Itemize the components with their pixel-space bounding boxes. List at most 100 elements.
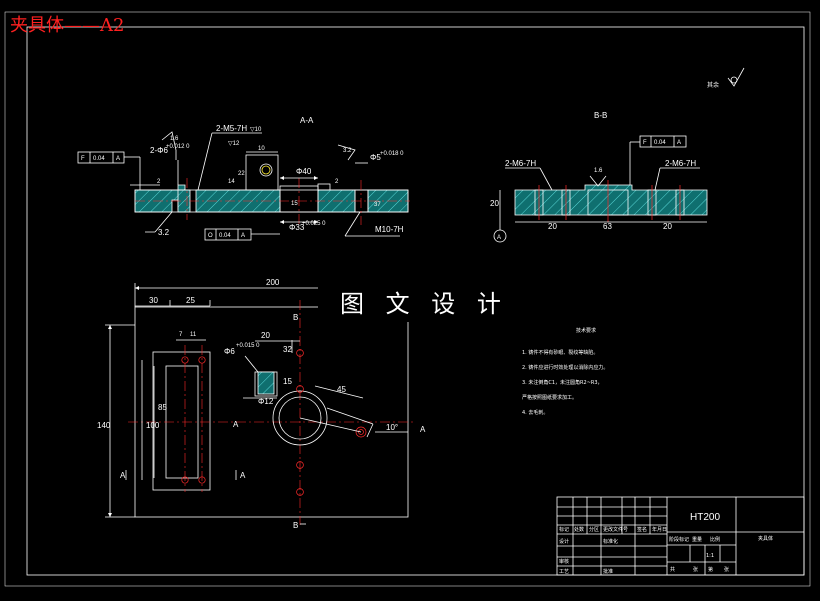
svg-text:A: A <box>241 233 245 239</box>
svg-text:1. 铸件不得有砂眼、裂纹等缺陷。: 1. 铸件不得有砂眼、裂纹等缺陷。 <box>522 349 598 356</box>
svg-text:A: A <box>233 420 239 429</box>
svg-text:F: F <box>81 156 85 162</box>
svg-text:63: 63 <box>603 222 612 231</box>
svg-text:3.2: 3.2 <box>158 228 170 237</box>
svg-text:2-M6-7H: 2-M6-7H <box>665 159 696 168</box>
svg-text:15: 15 <box>291 201 298 207</box>
svg-text:Φ12: Φ12 <box>258 397 274 406</box>
svg-text:11: 11 <box>190 332 197 338</box>
svg-text:20: 20 <box>261 331 270 340</box>
aa-boss-hole <box>259 163 273 177</box>
svg-text:工艺: 工艺 <box>559 569 569 575</box>
svg-text:张: 张 <box>693 566 698 573</box>
svg-text:0.04: 0.04 <box>654 140 666 146</box>
svg-text:Φ6: Φ6 <box>224 347 235 356</box>
svg-text:设计: 设计 <box>559 538 569 545</box>
section-aa-label: A-A <box>300 116 314 125</box>
svg-text:A: A <box>677 140 681 146</box>
aa-boss-hole-inner <box>261 165 271 175</box>
svg-text:0.04: 0.04 <box>219 233 231 239</box>
svg-text:A: A <box>116 156 120 162</box>
svg-text:7: 7 <box>179 332 183 338</box>
aa-circularity-frame: O 0.04 A <box>204 228 280 241</box>
section-bb-label: B-B <box>594 111 607 120</box>
aa-m10-callout: M10-7H <box>375 225 404 234</box>
svg-text:15: 15 <box>283 377 292 386</box>
inner-border <box>26 26 805 576</box>
svg-text:2-Φ6: 2-Φ6 <box>150 146 168 155</box>
svg-text:20: 20 <box>548 222 557 231</box>
svg-text:1.6: 1.6 <box>594 168 603 174</box>
svg-text:3.2: 3.2 <box>343 148 352 154</box>
svg-text:共: 共 <box>670 566 675 573</box>
svg-text:2: 2 <box>157 179 161 185</box>
svg-text:分区: 分区 <box>589 526 599 533</box>
sheet-title: 夹具体——A2 <box>10 15 124 36</box>
svg-text:处数: 处数 <box>574 526 584 533</box>
material-text: HT200 <box>690 512 720 523</box>
svg-text:F: F <box>643 140 647 146</box>
section-aa: A-A 3.2 1.6 3.2 2-M5-7H ▽10 ▽12 <box>77 116 410 241</box>
svg-text:2: 2 <box>335 179 339 185</box>
svg-text:10: 10 <box>258 146 265 152</box>
svg-text:4. 去毛刺。: 4. 去毛刺。 <box>522 409 548 416</box>
svg-text:30: 30 <box>149 296 158 305</box>
svg-text:32: 32 <box>283 345 292 354</box>
watermark-box <box>318 282 502 322</box>
svg-text:0.04: 0.04 <box>93 156 105 162</box>
svg-text:A: A <box>240 471 246 480</box>
svg-text:200: 200 <box>266 278 280 287</box>
svg-text:标准化: 标准化 <box>603 538 618 545</box>
svg-text:20: 20 <box>490 199 499 208</box>
finish-mark-symbol <box>727 67 745 87</box>
svg-text:重量: 重量 <box>692 536 702 543</box>
svg-text:O: O <box>208 233 213 239</box>
svg-text:▽12: ▽12 <box>228 141 240 147</box>
plan-bore-outer <box>272 390 328 446</box>
bb-fcf: F 0.04 A <box>629 135 687 185</box>
plan-outline <box>134 306 409 518</box>
aa-parallel-frame: F 0.04 A <box>77 151 141 190</box>
plan-view: 200 30 25 7 11 20 140 100 85 32 15 45 10… <box>97 278 426 530</box>
svg-text:▽10: ▽10 <box>250 127 262 133</box>
svg-text:3. 未注倒角C1，未注圆角R2~R3，: 3. 未注倒角C1，未注圆角R2~R3， <box>522 379 603 386</box>
svg-text:Φ40: Φ40 <box>296 167 312 176</box>
svg-text:B: B <box>293 313 298 322</box>
aa-step <box>317 183 331 191</box>
aa-boss <box>245 154 279 191</box>
aa-body-left <box>134 184 186 213</box>
part-name-text: 夹具体 <box>758 535 773 542</box>
watermark-text: 图 文 设 计 <box>340 290 508 318</box>
svg-text:A: A <box>497 235 501 241</box>
svg-text:更改文件号: 更改文件号 <box>603 526 628 533</box>
svg-text:2. 铸件应进行时效处理以消除内应力。: 2. 铸件应进行时效处理以消除内应力。 <box>522 364 608 371</box>
plan-bore-inner <box>278 396 322 440</box>
svg-text:+0.018 0: +0.018 0 <box>380 151 404 157</box>
plan-slot <box>152 351 211 491</box>
svg-text:Φ33: Φ33 <box>289 223 305 232</box>
svg-text:标记: 标记 <box>559 526 569 533</box>
svg-text:1.6: 1.6 <box>170 136 179 142</box>
svg-text:B: B <box>293 521 298 530</box>
svg-text:85: 85 <box>158 403 167 412</box>
svg-text:Φ5: Φ5 <box>370 153 381 162</box>
aa-thread-callout: 2-M5-7H <box>216 124 247 133</box>
section-bb: B-B 2-M6-7H 2-M6-7H 1.6 20 20 63 20 A <box>490 111 708 243</box>
svg-text:批准: 批准 <box>603 568 613 575</box>
svg-text:+0.025 0: +0.025 0 <box>302 221 326 227</box>
outer-border <box>4 11 811 587</box>
svg-text:第: 第 <box>708 566 713 573</box>
svg-text:10°: 10° <box>386 423 398 432</box>
finish-mark-label: 其余 <box>707 81 719 89</box>
svg-text:严格按照图纸要求加工。: 严格按照图纸要求加工。 <box>522 394 577 401</box>
svg-text:25: 25 <box>186 296 195 305</box>
svg-text:A: A <box>420 425 426 434</box>
svg-text:年月日: 年月日 <box>652 526 667 533</box>
svg-text:1:1: 1:1 <box>706 553 714 559</box>
svg-text:14: 14 <box>228 179 235 185</box>
svg-text:140: 140 <box>97 421 111 430</box>
svg-text:+0.012 0: +0.012 0 <box>166 144 190 150</box>
svg-text:37: 37 <box>374 202 381 208</box>
svg-text:45: 45 <box>337 385 346 394</box>
